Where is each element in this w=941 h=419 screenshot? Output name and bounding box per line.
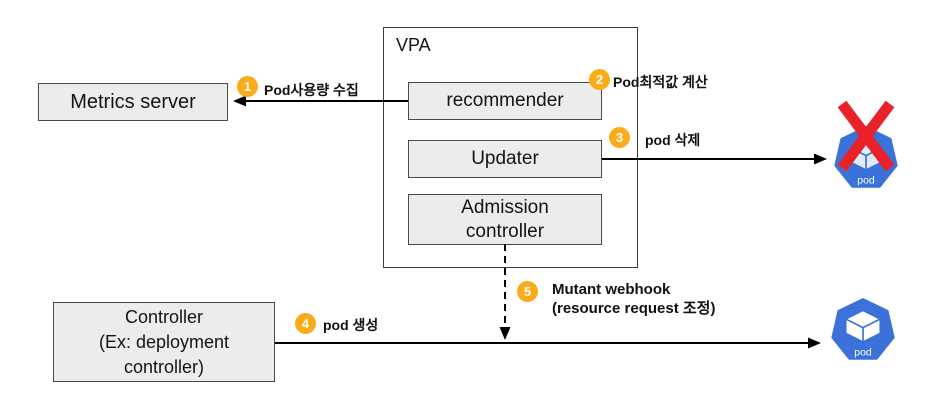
step-label-pod-delete: pod 삭제 (645, 132, 701, 148)
pod-deleted-label: pod (857, 174, 875, 186)
recommender-box: recommender (408, 82, 602, 120)
step-badge-1: 1 (237, 76, 258, 97)
updater-label: Updater (471, 148, 539, 169)
updater-box: Updater (408, 140, 602, 178)
step-number-2: 2 (595, 72, 604, 87)
red-x-icon (837, 100, 895, 172)
controller-box: Controller (Ex: deployment controller) (53, 302, 275, 382)
metrics-server-label: Metrics server (70, 90, 196, 113)
metrics-server-box: Metrics server (38, 83, 228, 121)
admission-controller-label-line2: controller (465, 220, 545, 242)
admission-controller-box: Admission controller (408, 194, 602, 245)
controller-label-line1: Controller (124, 306, 204, 327)
step-number-5: 5 (523, 284, 532, 299)
recommender-label: recommender (446, 90, 564, 111)
pod-created-icon: pod (831, 298, 895, 360)
vpa-label: VPA (396, 35, 431, 55)
step-label-pod-optimal-calc: Pod최적값 계산 (613, 74, 708, 90)
step-label-pod-usage-collect: Pod사용량 수집 (264, 82, 359, 98)
step-badge-3: 3 (609, 127, 630, 148)
step-label-mutant-webhook: Mutant webhook (resource request 조정) (552, 280, 715, 318)
step-number-1: 1 (243, 79, 252, 94)
mutant-webhook-line2: (resource request 조정) (552, 300, 716, 317)
cube-icon (844, 309, 882, 344)
pod-created-label: pod (854, 346, 872, 358)
step-number-4: 4 (301, 316, 310, 331)
admission-controller-label-line1: Admission (461, 196, 549, 218)
controller-label-line3: controller) (123, 356, 205, 377)
step-badge-5: 5 (517, 281, 538, 302)
step-badge-2: 2 (589, 69, 610, 90)
step-badge-4: 4 (295, 313, 316, 334)
mutant-webhook-line1: Mutant webhook (552, 281, 671, 298)
controller-label-line2: (Ex: deployment (98, 331, 230, 352)
step-number-3: 3 (615, 130, 624, 145)
step-label-pod-create: pod 생성 (323, 317, 379, 333)
arrow-pod-create (275, 337, 821, 349)
